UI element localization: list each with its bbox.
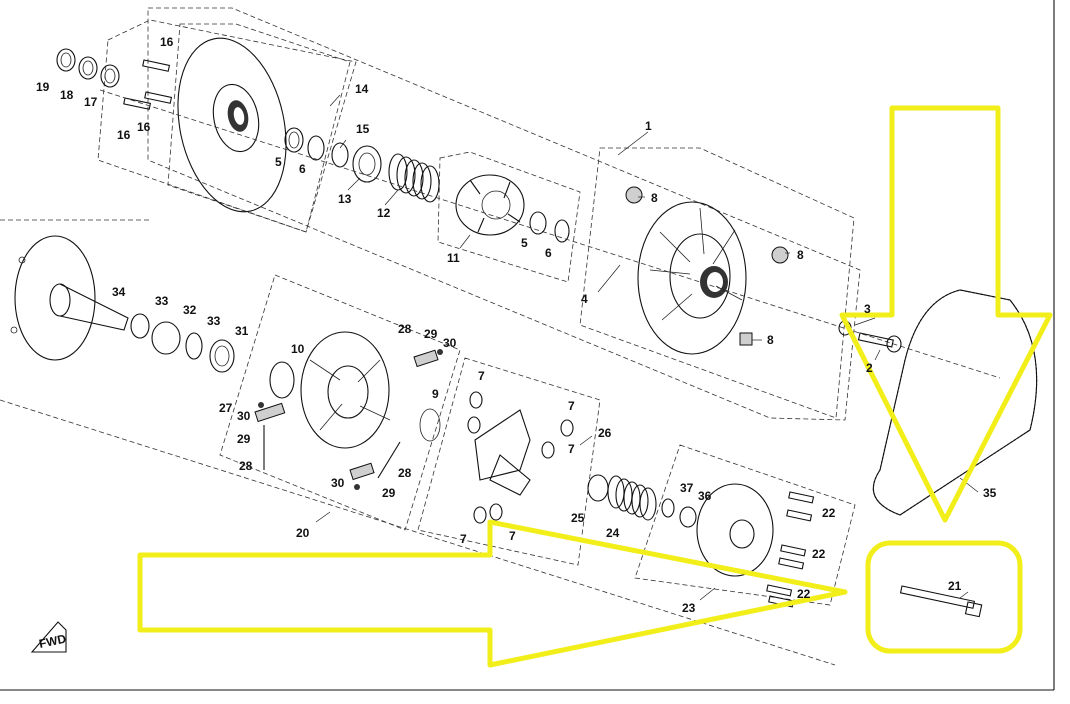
label-2: 2 bbox=[866, 361, 873, 375]
label-5a: 5 bbox=[275, 155, 282, 169]
label-30c: 30 bbox=[331, 476, 345, 490]
label-29c: 29 bbox=[382, 486, 396, 500]
highlight-right-arrow bbox=[137, 519, 848, 668]
label-16c: 16 bbox=[137, 120, 151, 134]
label-8c: 8 bbox=[767, 333, 774, 347]
label-34: 34 bbox=[112, 285, 126, 299]
label-37: 37 bbox=[680, 481, 694, 495]
primary-clutch-group bbox=[0, 7, 1001, 421]
helix-housing bbox=[254, 331, 443, 490]
label-28c: 28 bbox=[398, 466, 412, 480]
rings-mid bbox=[529, 211, 570, 243]
washers-17-19 bbox=[56, 48, 120, 88]
label-22c: 22 bbox=[797, 587, 811, 601]
label-29a: 29 bbox=[424, 327, 438, 341]
bolt-21 bbox=[899, 585, 983, 618]
label-25: 25 bbox=[571, 511, 585, 525]
label-20: 20 bbox=[296, 526, 310, 540]
label-22a: 22 bbox=[822, 506, 836, 520]
label-32: 32 bbox=[183, 303, 197, 317]
highlight-annotations bbox=[137, 105, 1053, 668]
label-15: 15 bbox=[356, 122, 370, 136]
fixed-sheave-part bbox=[177, 37, 287, 213]
label-7b: 7 bbox=[568, 399, 575, 413]
label-7a: 7 bbox=[478, 369, 485, 383]
label-6a: 6 bbox=[299, 162, 306, 176]
label-16a: 16 bbox=[160, 35, 174, 49]
drive-belt-35 bbox=[872, 289, 1038, 516]
label-11: 11 bbox=[447, 251, 460, 265]
ring-10 bbox=[269, 361, 295, 399]
label-7e: 7 bbox=[509, 529, 516, 543]
label-14: 14 bbox=[355, 82, 369, 96]
label-23: 23 bbox=[682, 601, 696, 615]
label-18: 18 bbox=[60, 88, 74, 102]
spring-12 bbox=[388, 153, 440, 203]
spring-24-25 bbox=[587, 474, 697, 528]
drum-34 bbox=[10, 235, 129, 361]
label-3: 3 bbox=[864, 302, 871, 316]
label-21: 21 bbox=[948, 579, 962, 593]
label-7d: 7 bbox=[460, 532, 467, 546]
leader-lines bbox=[315, 94, 979, 601]
svg-text:FWD: FWD bbox=[38, 631, 68, 650]
highlight-down-arrow bbox=[839, 105, 1053, 523]
fwd-direction-stamp: FWD bbox=[30, 621, 68, 653]
label-26: 26 bbox=[598, 426, 612, 440]
label-36: 36 bbox=[698, 489, 712, 503]
moveable-sheave-4 bbox=[625, 186, 789, 355]
label-24: 24 bbox=[606, 526, 620, 540]
label-16b: 16 bbox=[117, 128, 131, 142]
label-6b: 6 bbox=[545, 246, 552, 260]
label-7c: 7 bbox=[568, 442, 575, 456]
cover-23 bbox=[696, 483, 815, 608]
label-1: 1 bbox=[645, 119, 652, 133]
label-35: 35 bbox=[983, 486, 997, 500]
label-30a: 30 bbox=[443, 336, 457, 350]
label-13: 13 bbox=[338, 192, 352, 206]
label-29b: 29 bbox=[237, 432, 251, 446]
rings-31-33 bbox=[130, 313, 235, 373]
label-19: 19 bbox=[36, 80, 50, 94]
highlight-box-part-21 bbox=[865, 540, 1023, 654]
spider-11 bbox=[455, 174, 525, 236]
label-12: 12 bbox=[377, 206, 391, 220]
label-28a: 28 bbox=[398, 322, 412, 336]
label-22b: 22 bbox=[812, 547, 826, 561]
secondary-clutch-group bbox=[0, 235, 856, 666]
label-30b: 30 bbox=[237, 409, 251, 423]
label-8a: 8 bbox=[651, 191, 658, 205]
bolts-16 bbox=[123, 59, 173, 110]
label-27: 27 bbox=[219, 401, 233, 415]
label-10: 10 bbox=[291, 342, 305, 356]
label-17: 17 bbox=[84, 95, 98, 109]
roller-arm-26 bbox=[467, 391, 574, 524]
label-5b: 5 bbox=[521, 236, 528, 250]
label-31: 31 bbox=[235, 324, 249, 338]
part-number-labels: 1 14 16 16 16 19 18 17 5 6 15 13 12 11 5… bbox=[36, 35, 997, 615]
label-33a: 33 bbox=[155, 294, 169, 308]
label-28b: 28 bbox=[239, 459, 253, 473]
label-33b: 33 bbox=[207, 314, 221, 328]
label-9: 9 bbox=[432, 387, 439, 401]
label-8b: 8 bbox=[797, 248, 804, 262]
frame-lines bbox=[0, 0, 1055, 691]
label-4: 4 bbox=[581, 292, 588, 306]
